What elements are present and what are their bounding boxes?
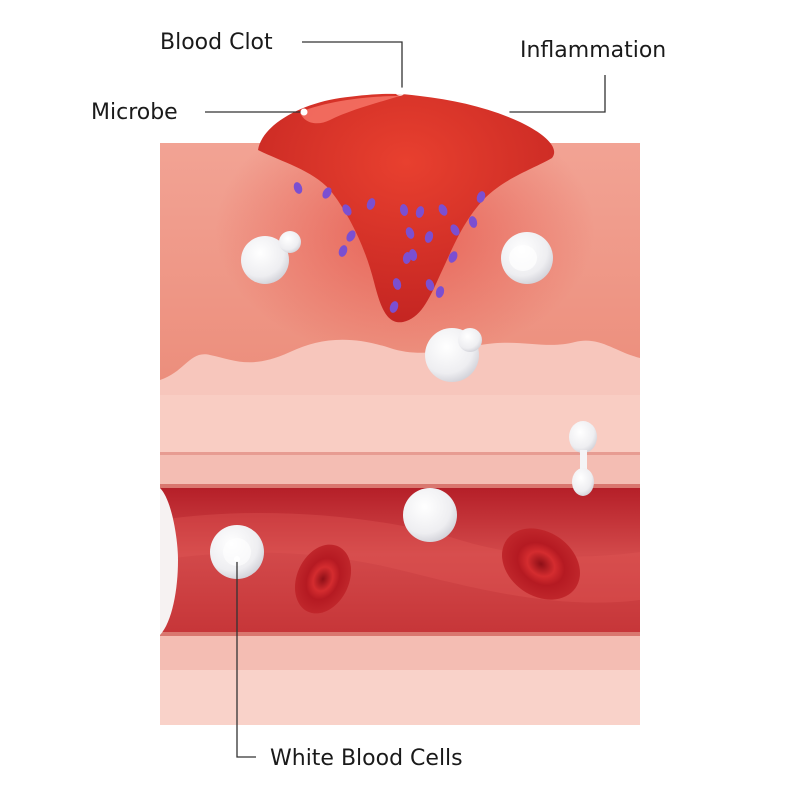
blood-clot-highlight — [300, 96, 400, 124]
skin-lower-layer — [160, 395, 640, 452]
microbe-label: Microbe — [91, 100, 178, 125]
white-blood-cell-icon — [403, 488, 457, 542]
vessel-lower-wall — [160, 636, 640, 670]
subcutaneous-layer — [160, 670, 640, 725]
white-blood-cell-icon — [241, 231, 301, 284]
microbe-leader-dot — [300, 108, 308, 116]
microbe-icon — [392, 278, 402, 290]
microbe-icon — [448, 251, 458, 263]
vessel-upper-wall — [160, 452, 640, 486]
microbe-icon — [402, 252, 412, 264]
red-blood-cell-icon — [294, 544, 352, 614]
microbe-icon — [435, 286, 445, 298]
microbe-icon — [399, 204, 409, 216]
microbe-icon — [293, 182, 303, 194]
microbe-icon — [338, 245, 348, 257]
microbe-icon — [424, 231, 434, 243]
microbe-icon — [476, 191, 486, 203]
white-blood-cells-leader — [236, 560, 256, 758]
microbe-cluster — [293, 182, 486, 313]
microbe-icon — [438, 204, 448, 216]
inflammation-leader — [508, 75, 606, 113]
microbe-icon — [389, 301, 399, 313]
red-blood-cell-icon — [502, 528, 580, 600]
vessel-lower-wall-inner-edge — [160, 632, 640, 636]
white-blood-cell-icon — [210, 525, 264, 579]
blood-clot-leader — [302, 41, 403, 89]
microbe-icon — [322, 187, 332, 199]
microbe-icon — [366, 198, 376, 210]
microbe-icon — [415, 206, 425, 218]
inflammation-leader-dot — [502, 108, 510, 116]
white-blood-cells-label: White Blood Cells — [270, 746, 463, 771]
microbe-icon — [450, 224, 460, 236]
white-blood-cell-icon — [425, 328, 482, 382]
microbe-icon — [425, 279, 435, 291]
white-blood-cells-leader-dot — [234, 556, 240, 562]
blood-clot-label: Blood Clot — [160, 30, 273, 55]
vessel-upper-wall-inner-edge — [160, 484, 640, 488]
white-blood-cell-icon — [569, 421, 597, 496]
blood-clot-leader-dot — [398, 87, 406, 95]
inflammation-label: Inflammation — [520, 38, 666, 63]
microbe-icon — [405, 227, 415, 239]
vessel-upper-wall-edge — [160, 452, 640, 455]
white-blood-cell-icon — [501, 232, 553, 284]
vessel-opening — [160, 488, 178, 635]
microbe-icon — [342, 204, 352, 216]
microbe-icon — [468, 216, 478, 228]
microbe-icon — [346, 230, 356, 242]
